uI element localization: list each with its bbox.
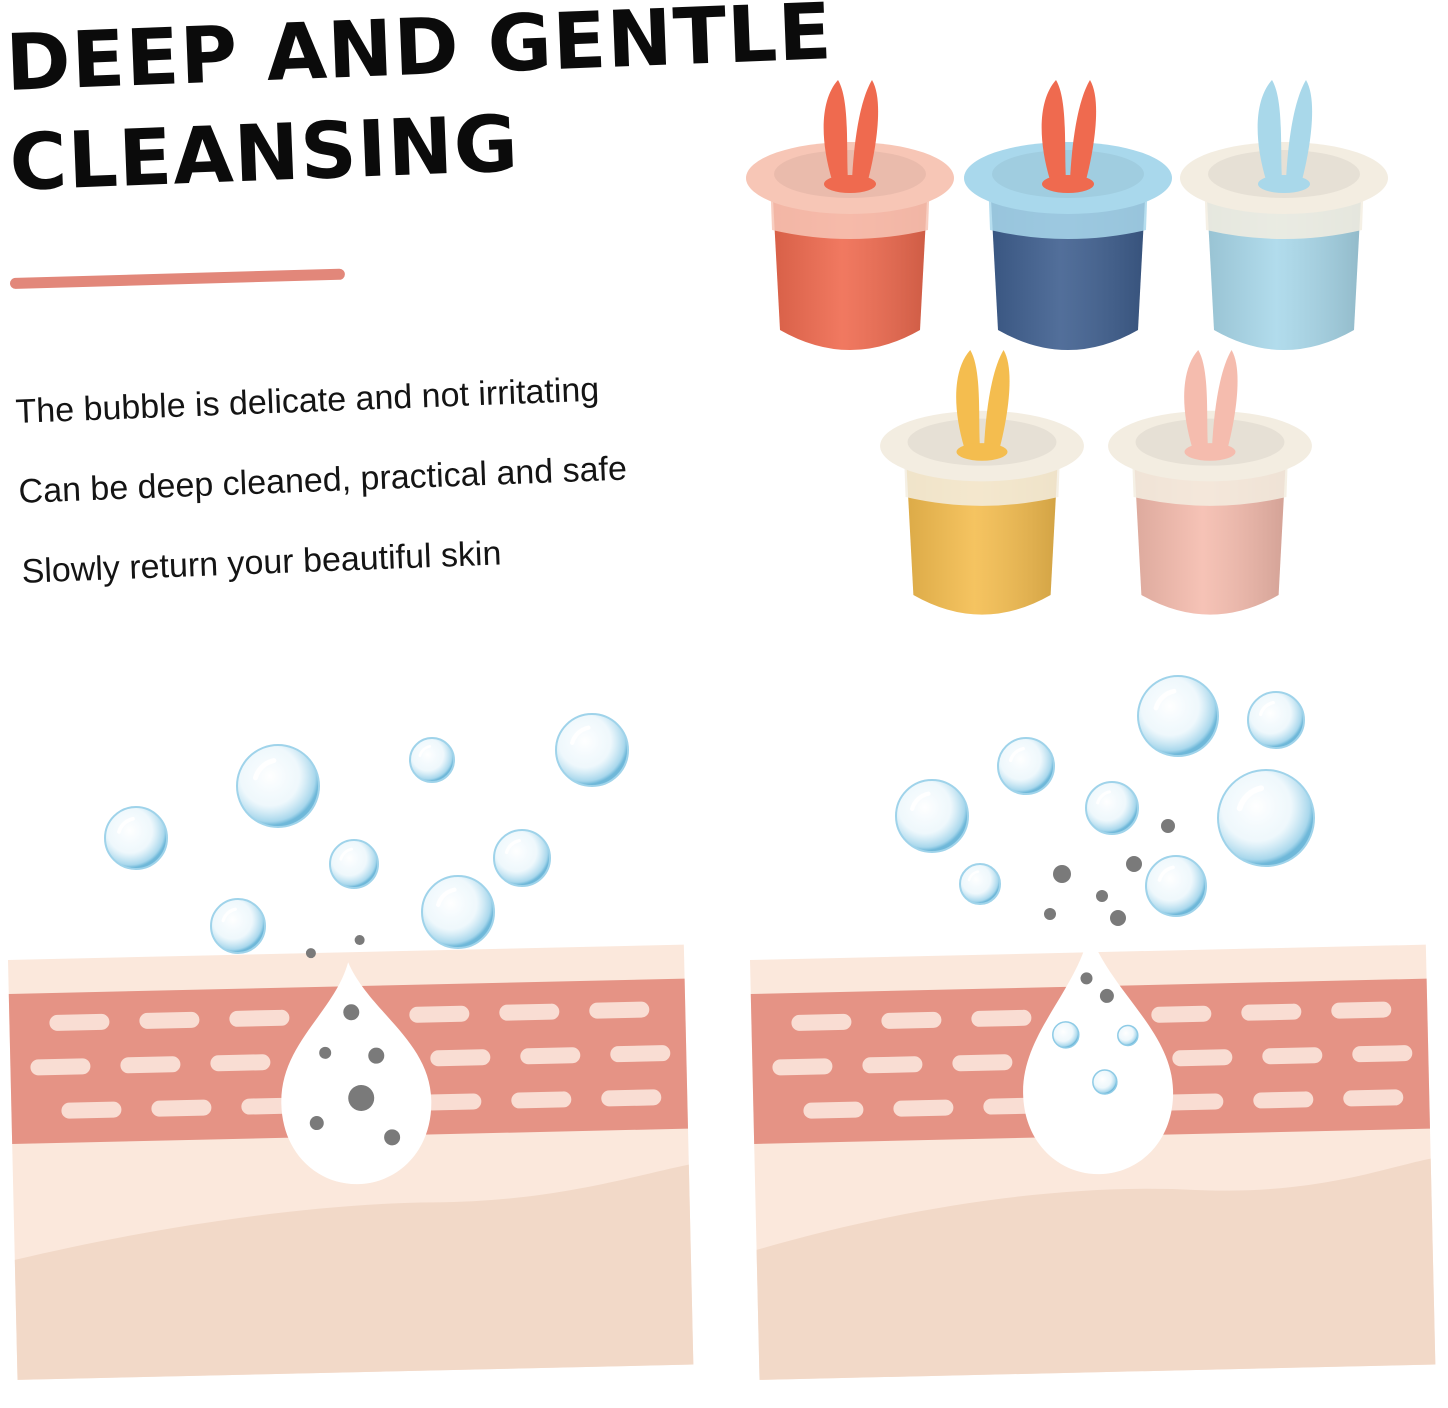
bubble [236, 744, 320, 828]
cup-knob [1258, 175, 1310, 193]
cleansed-pore [1023, 932, 1174, 1175]
bubble [997, 737, 1055, 795]
dirt-particle [1126, 856, 1142, 872]
bunny-ear-left [956, 350, 981, 448]
skin-panel-before [8, 935, 694, 1380]
cup-knob [1184, 443, 1236, 461]
bubble [1217, 769, 1315, 867]
rising-dirt-particles [1044, 819, 1175, 926]
bubble [1145, 855, 1207, 917]
bubble [493, 829, 551, 887]
dirt-particles [305, 935, 401, 1146]
foam-bubbles-before [104, 713, 629, 954]
dirt-particle [1110, 910, 1126, 926]
cup-knob [824, 175, 876, 193]
bunny-ear-left [823, 80, 848, 180]
headline: DEEP AND GENTLE CLEANSING [4, 0, 834, 214]
bubble [1085, 781, 1139, 835]
bunny-ear-right [1286, 80, 1313, 180]
accent-divider [9, 268, 346, 289]
pore-bubbles [1052, 1021, 1139, 1095]
bubble [895, 779, 969, 853]
bunny-ear-left [1257, 80, 1282, 180]
pink-cup [1108, 350, 1312, 615]
bunny-ear-right [852, 80, 879, 180]
bubble [959, 863, 1001, 905]
bubble [409, 737, 455, 783]
cup-knob [956, 443, 1008, 461]
pore-cleansing-illustrations [8, 675, 1436, 1380]
bunny-ear-right [983, 350, 1010, 448]
navy-cup [964, 80, 1172, 350]
dirt-particles [1080, 972, 1114, 1003]
skin-deep-layer [756, 1158, 1436, 1380]
foam-bubbles-after [895, 675, 1315, 917]
skin-cells [30, 1001, 671, 1119]
cup-knob [1042, 175, 1094, 193]
bubble [1137, 675, 1219, 757]
bubble [1247, 691, 1305, 749]
dirt-particle [1053, 865, 1071, 883]
dirt-particle [1044, 908, 1056, 920]
bunny-ear-right [1211, 350, 1238, 448]
yellow-cup [880, 350, 1084, 615]
skin-cells [772, 1001, 1413, 1119]
feature-list: The bubble is delicate and not irritatin… [14, 344, 743, 611]
bunny-ear-left [1184, 350, 1209, 448]
light-blue-cup [1180, 80, 1388, 350]
dirt-particle [1096, 890, 1108, 902]
skin-panel-after [750, 932, 1436, 1380]
bubble [210, 898, 266, 954]
bunny-ear-right [1070, 80, 1097, 180]
bubble [329, 839, 379, 889]
bunny-ear-left [1041, 80, 1066, 180]
dirt-particle [1161, 819, 1175, 833]
bubble [104, 806, 168, 870]
product-cups-group [746, 80, 1388, 615]
bubble [421, 875, 495, 949]
bubble [555, 713, 629, 787]
skin-deep-layer [14, 1164, 694, 1380]
red-cup [746, 80, 954, 350]
